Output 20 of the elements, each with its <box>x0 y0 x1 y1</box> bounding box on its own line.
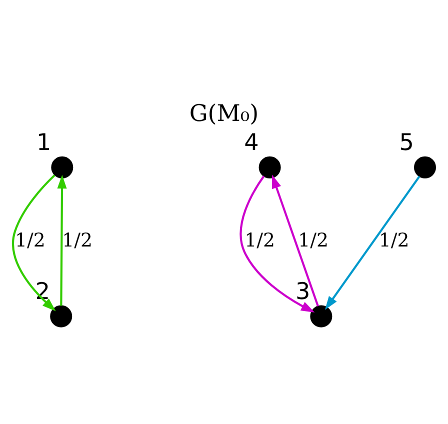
arrow <box>57 174 67 306</box>
edge-label: 1/2 <box>14 228 46 251</box>
arrow <box>324 175 420 310</box>
node-circle <box>258 156 281 178</box>
node-label: 1 <box>36 130 52 156</box>
node-circle <box>51 156 74 178</box>
edge-label: 1/2 <box>62 228 93 251</box>
node-circle <box>414 156 436 178</box>
node-label: 5 <box>399 130 414 156</box>
node-label: 4 <box>244 130 259 156</box>
arrow <box>272 174 319 306</box>
edge-label: 1/2 <box>298 228 328 251</box>
node-circle <box>310 304 332 327</box>
edge-label: 1/2 <box>378 228 410 251</box>
edge-label: 1/2 <box>244 228 276 251</box>
arrow <box>240 175 315 312</box>
diagram-title: G(M₀) <box>189 100 259 126</box>
node-circle <box>50 304 72 327</box>
node-label: 3 <box>295 278 310 305</box>
arrow <box>12 174 56 311</box>
